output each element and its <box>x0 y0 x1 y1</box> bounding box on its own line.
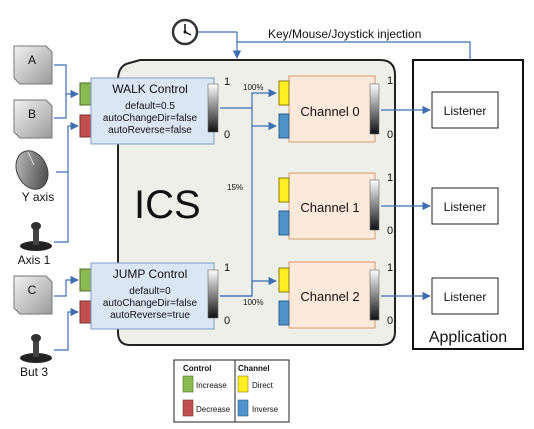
value-gradient-bar <box>369 83 380 135</box>
svg-text:C: C <box>28 283 37 297</box>
injection-label: Key/Mouse/Joystick injection <box>268 27 421 41</box>
svg-text:Y axis: Y axis <box>22 190 54 204</box>
legend-control-header: Control <box>183 364 211 373</box>
increase-port <box>79 82 92 106</box>
inverse-port <box>278 113 290 139</box>
clock-icon <box>171 18 199 46</box>
svg-text:But 3: But 3 <box>20 365 48 379</box>
jump-control: JUMP Control default=0 autoChangeDir=fal… <box>79 262 230 330</box>
svg-text:Listener: Listener <box>444 200 487 214</box>
legend-swatch-direct <box>237 375 249 393</box>
svg-text:1: 1 <box>387 262 393 274</box>
svg-text:autoChangeDir=false: autoChangeDir=false <box>103 298 198 309</box>
application-label: Application <box>429 329 507 346</box>
input-mouse: Y axis <box>15 150 54 204</box>
listener-2: Listener <box>431 277 499 315</box>
channel-0: Channel 0 1 0 <box>278 75 393 143</box>
control-channel-connectors <box>220 88 277 297</box>
listener-0: Listener <box>431 91 499 129</box>
svg-text:Listener: Listener <box>444 290 487 304</box>
input-a: A <box>13 45 53 85</box>
input-joystick-axis: Axis 1 <box>18 222 52 267</box>
svg-text:Direct: Direct <box>252 381 274 390</box>
channel-1: Channel 1 1 0 <box>278 172 393 240</box>
injection-connector <box>232 41 471 60</box>
input-c: C <box>13 275 53 315</box>
legend-swatch-decrease <box>182 399 194 417</box>
channel-box <box>288 75 376 143</box>
svg-text:autoReverse=false: autoReverse=false <box>108 125 192 136</box>
listener-1: Listener <box>431 187 499 225</box>
value-gradient-bar <box>207 83 219 133</box>
svg-text:0: 0 <box>387 225 393 237</box>
input-connectors <box>54 64 79 351</box>
svg-text:Inverse: Inverse <box>252 405 279 414</box>
key-cap-icon <box>13 99 53 139</box>
key-cap-icon <box>13 275 53 315</box>
link-label-walk-ch0: 100% <box>243 83 263 92</box>
value-gradient-bar <box>369 179 380 231</box>
value-gradient-bar <box>207 269 219 319</box>
svg-text:0: 0 <box>387 315 393 327</box>
joystick-icon <box>20 222 52 251</box>
inverse-port <box>278 300 290 326</box>
svg-text:Decrease: Decrease <box>196 405 231 414</box>
svg-text:1: 1 <box>224 76 230 88</box>
link-label-walk-ch1: 15% <box>227 183 243 192</box>
control-box <box>90 262 215 330</box>
legend: Control Channel Increase Decrease Direct… <box>173 359 290 423</box>
svg-text:B: B <box>28 107 36 121</box>
direct-port <box>278 177 290 203</box>
key-cap-icon <box>13 45 53 85</box>
direct-port <box>278 267 290 293</box>
svg-text:1: 1 <box>387 75 393 87</box>
joystick-icon <box>20 334 52 363</box>
input-joystick-button: But 3 <box>20 334 52 379</box>
increase-port <box>79 268 92 292</box>
svg-text:autoReverse=true: autoReverse=true <box>110 310 190 321</box>
svg-text:Listener: Listener <box>444 104 487 118</box>
channel-2: Channel 2 1 0 <box>278 261 393 329</box>
channel-title: Channel 0 <box>300 104 359 119</box>
mouse-icon <box>15 150 49 190</box>
direct-port <box>278 80 290 106</box>
channel-box <box>288 172 376 240</box>
legend-channel-header: Channel <box>238 364 270 373</box>
channel-box <box>288 261 376 329</box>
control-title: WALK Control <box>112 82 188 96</box>
svg-text:Axis 1: Axis 1 <box>18 253 51 267</box>
svg-text:Increase: Increase <box>196 381 227 390</box>
svg-text:autoChangeDir=false: autoChangeDir=false <box>103 113 198 124</box>
channel-title: Channel 1 <box>300 200 359 215</box>
channel-title: Channel 2 <box>300 289 359 304</box>
listener-connectors <box>381 105 431 301</box>
link-label-jump-ch2: 100% <box>243 298 263 307</box>
ics-label: ICS <box>134 183 201 227</box>
svg-text:0: 0 <box>387 129 393 141</box>
svg-text:default=0: default=0 <box>129 286 171 297</box>
legend-swatch-increase <box>182 375 194 393</box>
svg-text:1: 1 <box>387 172 393 184</box>
legend-swatch-inverse <box>237 399 249 417</box>
svg-text:1: 1 <box>224 262 230 274</box>
input-b: B <box>13 99 53 139</box>
decrease-port <box>79 300 92 324</box>
inverse-port <box>278 210 290 236</box>
decrease-port <box>79 114 92 138</box>
svg-text:0: 0 <box>224 315 230 327</box>
svg-text:0: 0 <box>224 129 230 141</box>
control-title: JUMP Control <box>113 267 187 281</box>
svg-text:default=0.5: default=0.5 <box>125 101 175 112</box>
value-gradient-bar <box>369 269 380 321</box>
svg-text:A: A <box>28 53 36 67</box>
walk-control: WALK Control default=0.5 autoChangeDir=f… <box>79 76 230 145</box>
